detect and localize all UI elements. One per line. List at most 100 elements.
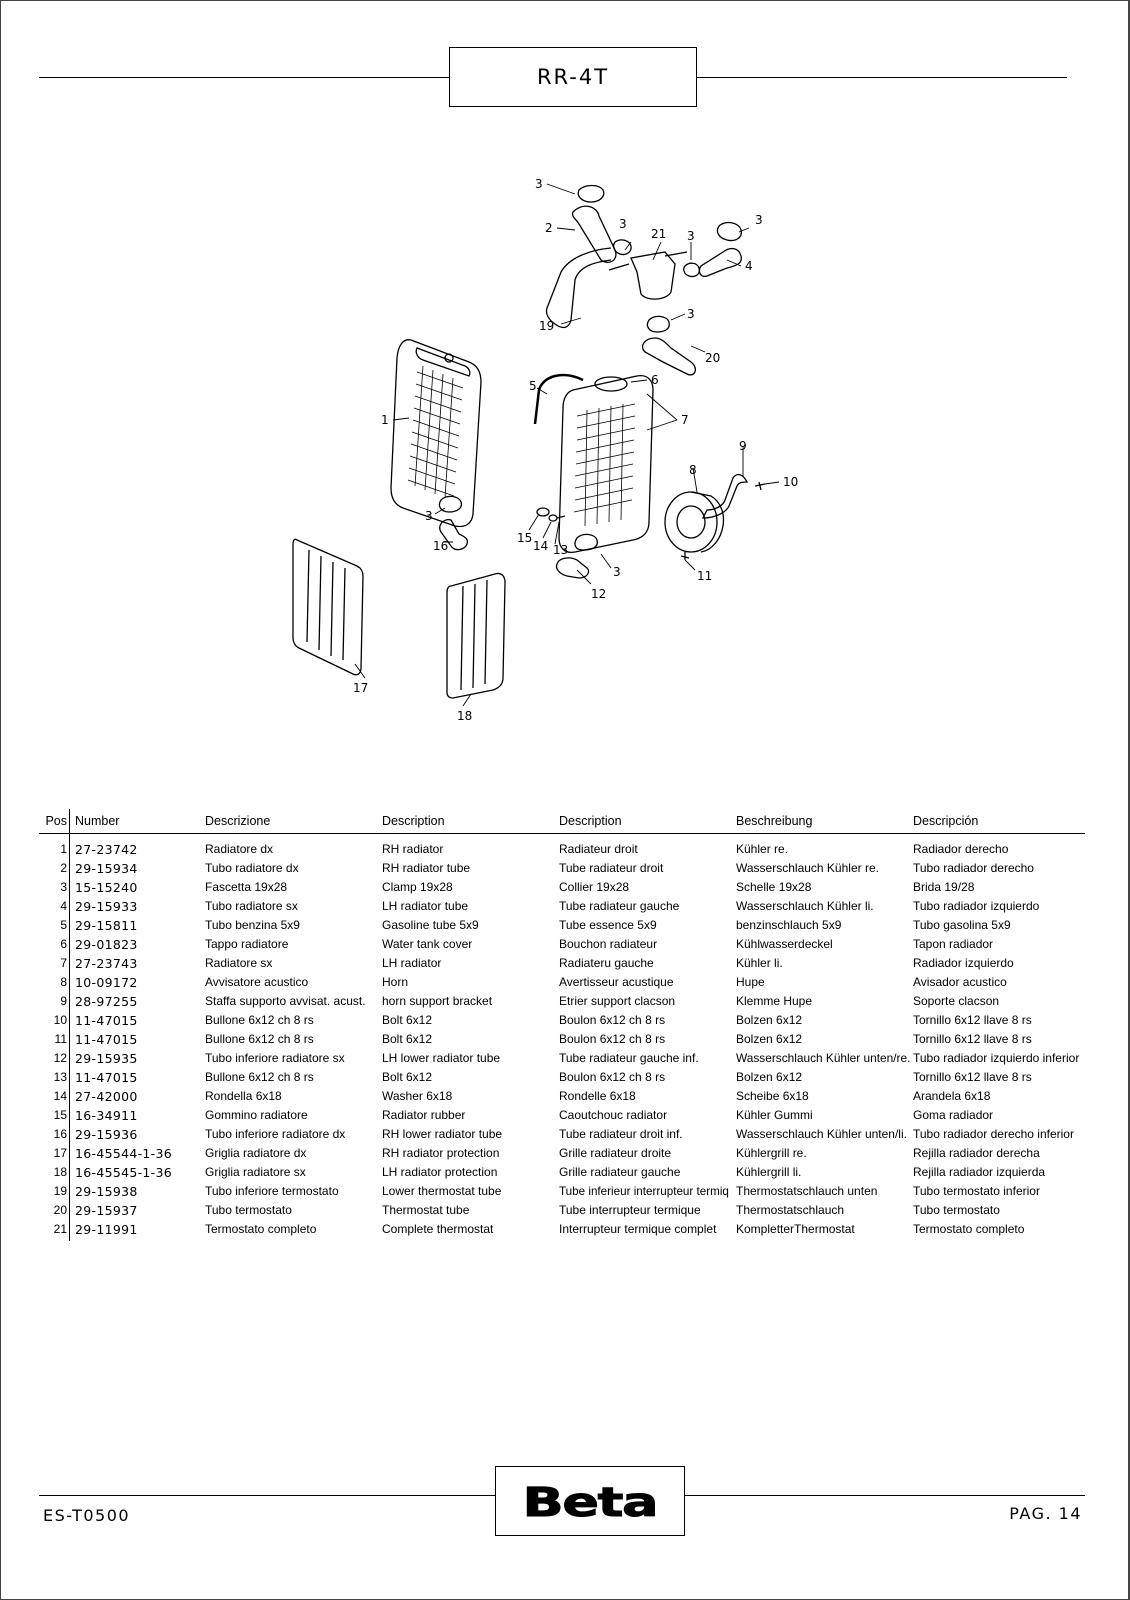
cell-pos: 14 <box>53 1089 67 1103</box>
footer-rule-left <box>39 1495 495 1496</box>
page-number: PAG. 14 <box>1009 1504 1082 1523</box>
callout: 3 <box>425 509 433 523</box>
header-pos: Pos <box>45 814 67 828</box>
cell-fr: Radiateru gauche <box>559 956 654 970</box>
brand-logo-box: Beta <box>495 1466 685 1536</box>
horn-8 <box>664 491 718 553</box>
brand-logo: Beta <box>522 1480 659 1526</box>
cell-en: Horn <box>382 975 409 989</box>
cell-pos: 16 <box>53 1127 67 1141</box>
header-en: Description <box>382 814 445 828</box>
header-rule-left <box>39 77 449 78</box>
clamp-lower-mid <box>646 315 670 333</box>
cell-de: Kühler li. <box>736 956 783 970</box>
cell-es: Goma radiador <box>913 1108 994 1122</box>
cell-pos: 18 <box>53 1165 67 1179</box>
hose-19 <box>545 247 612 329</box>
cell-de: Kühlergrill li. <box>736 1165 802 1179</box>
callout: 3 <box>535 177 543 191</box>
callout: 19 <box>539 319 554 333</box>
grille-18 <box>446 572 506 699</box>
cell-it: Radiatore sx <box>205 956 273 970</box>
callout: 15 <box>517 531 532 545</box>
cell-fr: Tube radiateur droit inf. <box>559 1127 683 1141</box>
cell-es: Tubo radiador izquierdo inferior <box>913 1051 1080 1065</box>
cell-number: 29-15811 <box>75 918 138 933</box>
cell-it: Bullone 6x12 ch 8 rs <box>205 1070 314 1084</box>
grille-17 <box>292 538 364 676</box>
cell-de: Kühler Gummi <box>736 1108 813 1122</box>
cell-es: Radiador izquierdo <box>913 956 1014 970</box>
header-number: Number <box>75 814 120 828</box>
clamp-top-right <box>716 221 742 242</box>
cell-fr: Grille radiateur gauche <box>559 1165 681 1179</box>
cell-pos: 8 <box>60 975 67 989</box>
cell-en: RH lower radiator tube <box>382 1127 503 1141</box>
callout: 7 <box>681 413 689 427</box>
callout: 4 <box>745 259 753 273</box>
parts-table: Pos Number Descrizione Description Descr… <box>39 809 1085 1239</box>
footer-rule-right <box>685 1495 1085 1496</box>
cell-de: Kühler re. <box>736 842 789 856</box>
table-column-divider <box>69 809 70 1241</box>
cell-es: Tubo gasolina 5x9 <box>913 918 1011 932</box>
rubber-15 <box>536 507 550 517</box>
grille-17-slats <box>306 549 346 661</box>
exploded-parts-diagram: 3 2 3 21 3 3 4 19 3 20 1 5 6 7 9 8 10 3 … <box>261 166 861 746</box>
cell-en: Gasoline tube 5x9 <box>382 918 479 932</box>
callout: 2 <box>545 221 553 235</box>
cell-number: 11-47015 <box>75 1070 138 1085</box>
hose-16 <box>439 519 469 551</box>
cell-number: 10-09172 <box>75 975 138 990</box>
thermostat-body <box>630 251 676 300</box>
cell-pos: 7 <box>60 956 67 970</box>
cell-pos: 9 <box>60 994 67 1008</box>
cell-de: Hupe <box>736 975 765 989</box>
cell-en: Water tank cover <box>382 937 473 951</box>
cell-de: Wasserschlauch Kühler li. <box>736 899 874 913</box>
cell-fr: Tube radiateur gauche inf. <box>559 1051 699 1065</box>
radiator-left-top <box>415 347 471 377</box>
cell-it: Tubo inferiore termostato <box>205 1184 339 1198</box>
radiator-left-core <box>407 365 464 499</box>
cell-fr: Boulon 6x12 ch 8 rs <box>559 1013 666 1027</box>
cell-en: RH radiator protection <box>382 1146 500 1160</box>
cell-de: Wasserschlauch Kühler unten/re. <box>736 1051 911 1065</box>
cell-en: RH radiator tube <box>382 861 471 875</box>
callout: 6 <box>651 373 659 387</box>
cell-es: Soporte clacson <box>913 994 1000 1008</box>
bolt-10 <box>754 481 766 491</box>
diagram-callouts: 3 2 3 21 3 3 4 19 3 20 1 5 6 7 9 8 10 3 … <box>353 177 798 723</box>
callout: 3 <box>687 307 695 321</box>
cell-es: Arandela 6x18 <box>913 1089 991 1103</box>
cell-de: Kühlwasserdeckel <box>736 937 833 951</box>
cell-de: Schelle 19x28 <box>736 880 812 894</box>
document-code: ES-T0500 <box>43 1506 131 1525</box>
radiator-right-core <box>573 403 636 527</box>
cell-it: Griglia radiatore dx <box>205 1146 307 1160</box>
cell-es: Tubo radiador derecho <box>913 861 1034 875</box>
cell-it: Fascetta 19x28 <box>205 880 288 894</box>
cell-fr: Rondelle 6x18 <box>559 1089 636 1103</box>
radiator-right-outline <box>558 374 654 554</box>
cell-de: Bolzen 6x12 <box>736 1032 803 1046</box>
callout: 20 <box>705 351 720 365</box>
hose-2 <box>571 205 617 264</box>
cell-it: Termostato completo <box>205 1222 317 1236</box>
cell-de: Klemme Hupe <box>736 994 813 1008</box>
cell-es: Tubo termostato <box>913 1203 1000 1217</box>
cell-pos: 4 <box>60 899 67 913</box>
clamp-top <box>577 184 605 203</box>
hose-20 <box>641 337 697 376</box>
cell-number: 27-23742 <box>75 842 138 857</box>
cell-number: 27-23743 <box>75 956 138 971</box>
